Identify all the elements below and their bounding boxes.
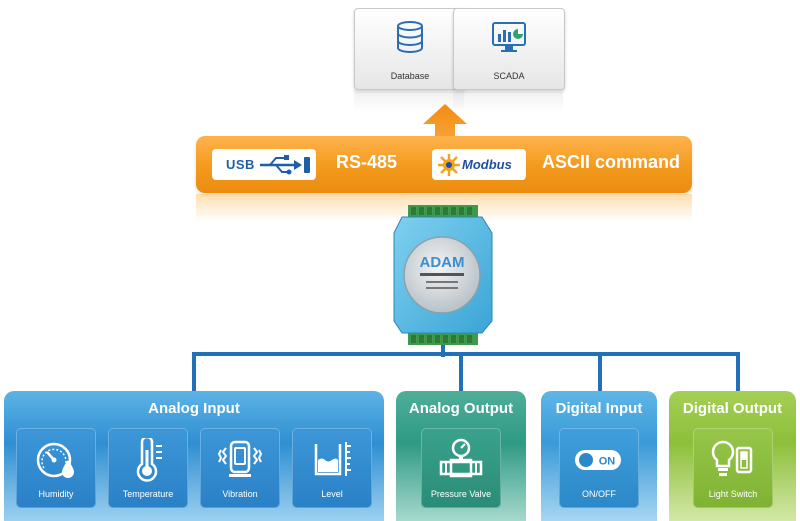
- level-icon: [314, 442, 351, 476]
- analog-input-title: Analog Input: [148, 400, 240, 417]
- rs485-label: RS-485: [336, 152, 398, 172]
- device-brand: ADAM: [420, 254, 465, 271]
- level-label: Level: [321, 489, 343, 499]
- on-off-tile: ON ON/OFF: [559, 428, 639, 508]
- gauge-drop-icon: [36, 442, 74, 478]
- scada-label: SCADA: [493, 71, 525, 81]
- database-box: Database: [354, 8, 466, 90]
- modbus-label: Modbus: [462, 157, 512, 172]
- analog-input-group: Analog Input Humidity Temperature: [4, 391, 384, 521]
- modbus-pill: Modbus: [432, 149, 526, 180]
- protocol-banner: USB RS-485 Modbus ASCII command: [196, 136, 692, 193]
- chart-monitor-icon: [492, 22, 526, 52]
- digital-input-group: Digital Input ON ON/OFF: [541, 391, 657, 521]
- connector-trunk: [441, 345, 445, 357]
- valve-icon: [439, 438, 483, 478]
- connector-drop-digital-output: [736, 352, 740, 392]
- connector-drop-digital-input: [598, 352, 602, 392]
- connector-drop-analog-input: [192, 352, 196, 392]
- temperature-label: Temperature: [122, 489, 174, 499]
- usb-label: USB: [226, 157, 255, 172]
- on-off-label: ON/OFF: [582, 489, 616, 499]
- digital-output-group: Digital Output Light Switch: [669, 391, 796, 521]
- toggle-text: ON: [599, 456, 616, 468]
- toggle-icon: ON: [575, 450, 621, 470]
- thermometer-icon: [136, 438, 162, 482]
- vibration-tile: Vibration: [200, 428, 280, 508]
- humidity-label: Humidity: [38, 489, 74, 499]
- connector-drop-analog-output: [459, 352, 463, 392]
- lightbulb-switch-icon: [711, 440, 753, 476]
- digital-input-title: Digital Input: [555, 400, 643, 417]
- connector-horizontal: [192, 352, 740, 356]
- pressure-valve-label: Pressure Valve: [430, 489, 492, 499]
- scada-reflection: [453, 90, 563, 112]
- light-switch-tile: Light Switch: [693, 428, 773, 508]
- digital-output-title: Digital Output: [682, 400, 783, 417]
- humidity-tile: Humidity: [16, 428, 96, 508]
- database-label: Database: [390, 71, 430, 81]
- temperature-tile: Temperature: [108, 428, 188, 508]
- database-reflection: [354, 90, 464, 112]
- up-arrow-icon: [423, 104, 467, 142]
- scada-box: SCADA: [453, 8, 565, 90]
- ascii-command-label: ASCII command: [542, 152, 681, 172]
- pressure-valve-tile: Pressure Valve: [421, 428, 501, 508]
- level-tile: Level: [292, 428, 372, 508]
- vibration-icon: [218, 440, 262, 477]
- light-switch-label: Light Switch: [708, 489, 758, 499]
- analog-output-group: Analog Output Pressure Valve: [396, 391, 526, 521]
- modbus-logo-icon: [438, 154, 460, 176]
- usb-icon: [260, 155, 310, 175]
- database-icon: [397, 21, 423, 54]
- usb-pill: USB: [212, 149, 316, 180]
- vibration-label: Vibration: [222, 489, 258, 499]
- adam-module-icon: ADAM: [393, 205, 493, 345]
- analog-output-title: Analog Output: [408, 400, 514, 417]
